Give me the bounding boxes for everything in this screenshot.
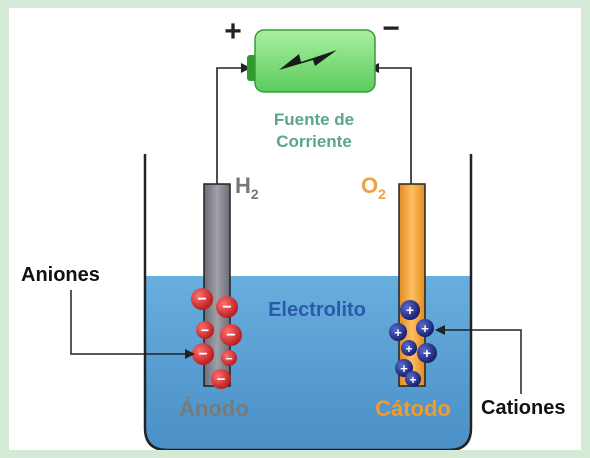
svg-text:−: − [217,371,226,388]
wire-anode [216,63,251,184]
anion: − [221,350,237,366]
svg-text:−: − [197,291,206,308]
svg-text:−: − [226,327,235,344]
cation: + [416,319,434,337]
svg-text:+: + [405,342,412,356]
cation: + [389,323,407,341]
cations-label: Cationes [481,397,565,419]
negative-terminal-sign: − [382,12,400,45]
anion: − [216,296,238,318]
anion-cluster: − − − − − − − [191,288,242,389]
svg-text:+: + [421,321,429,336]
container-vessel [143,154,473,450]
cation: + [417,343,437,363]
anode-label: Ánodo [179,396,249,421]
positive-terminal-sign: + [224,15,242,48]
cation: + [400,300,420,320]
anion: − [211,369,231,389]
anion: − [220,324,242,346]
diagram-canvas: + − Fuente de Corriente H2 O2 Electrolit… [9,8,581,450]
svg-text:+: + [394,325,402,340]
svg-text:−: − [225,351,233,366]
wire-cathode [369,63,412,184]
lightning-icon [279,50,337,70]
gas-label-h2: H2 [235,173,259,202]
gas-label-o2: O2 [361,173,386,202]
svg-text:+: + [400,361,408,376]
power-source-label-line2: Corriente [276,132,352,151]
svg-text:−: − [222,299,231,316]
cations-pointer-arrow [435,325,522,394]
svg-text:+: + [406,302,414,318]
anions-pointer-arrow [70,290,195,359]
svg-text:+: + [423,345,431,361]
anion: − [192,343,214,365]
svg-text:+: + [409,373,416,387]
electrolysis-diagram: + − Fuente de Corriente H2 O2 Electrolit… [21,12,565,450]
cathode-label: Cátodo [375,396,451,421]
cation: + [401,340,417,356]
svg-text:−: − [201,322,209,338]
anion: − [196,321,214,339]
svg-text:−: − [198,346,207,363]
power-source-label-line1: Fuente de [274,110,354,129]
cation-cluster: + + + + + + + [389,300,437,387]
electrolyte-label: Electrolito [268,299,366,321]
anions-label: Aniones [21,264,100,286]
anion: − [191,288,213,310]
power-source-battery [247,29,376,93]
cation: + [405,371,421,387]
